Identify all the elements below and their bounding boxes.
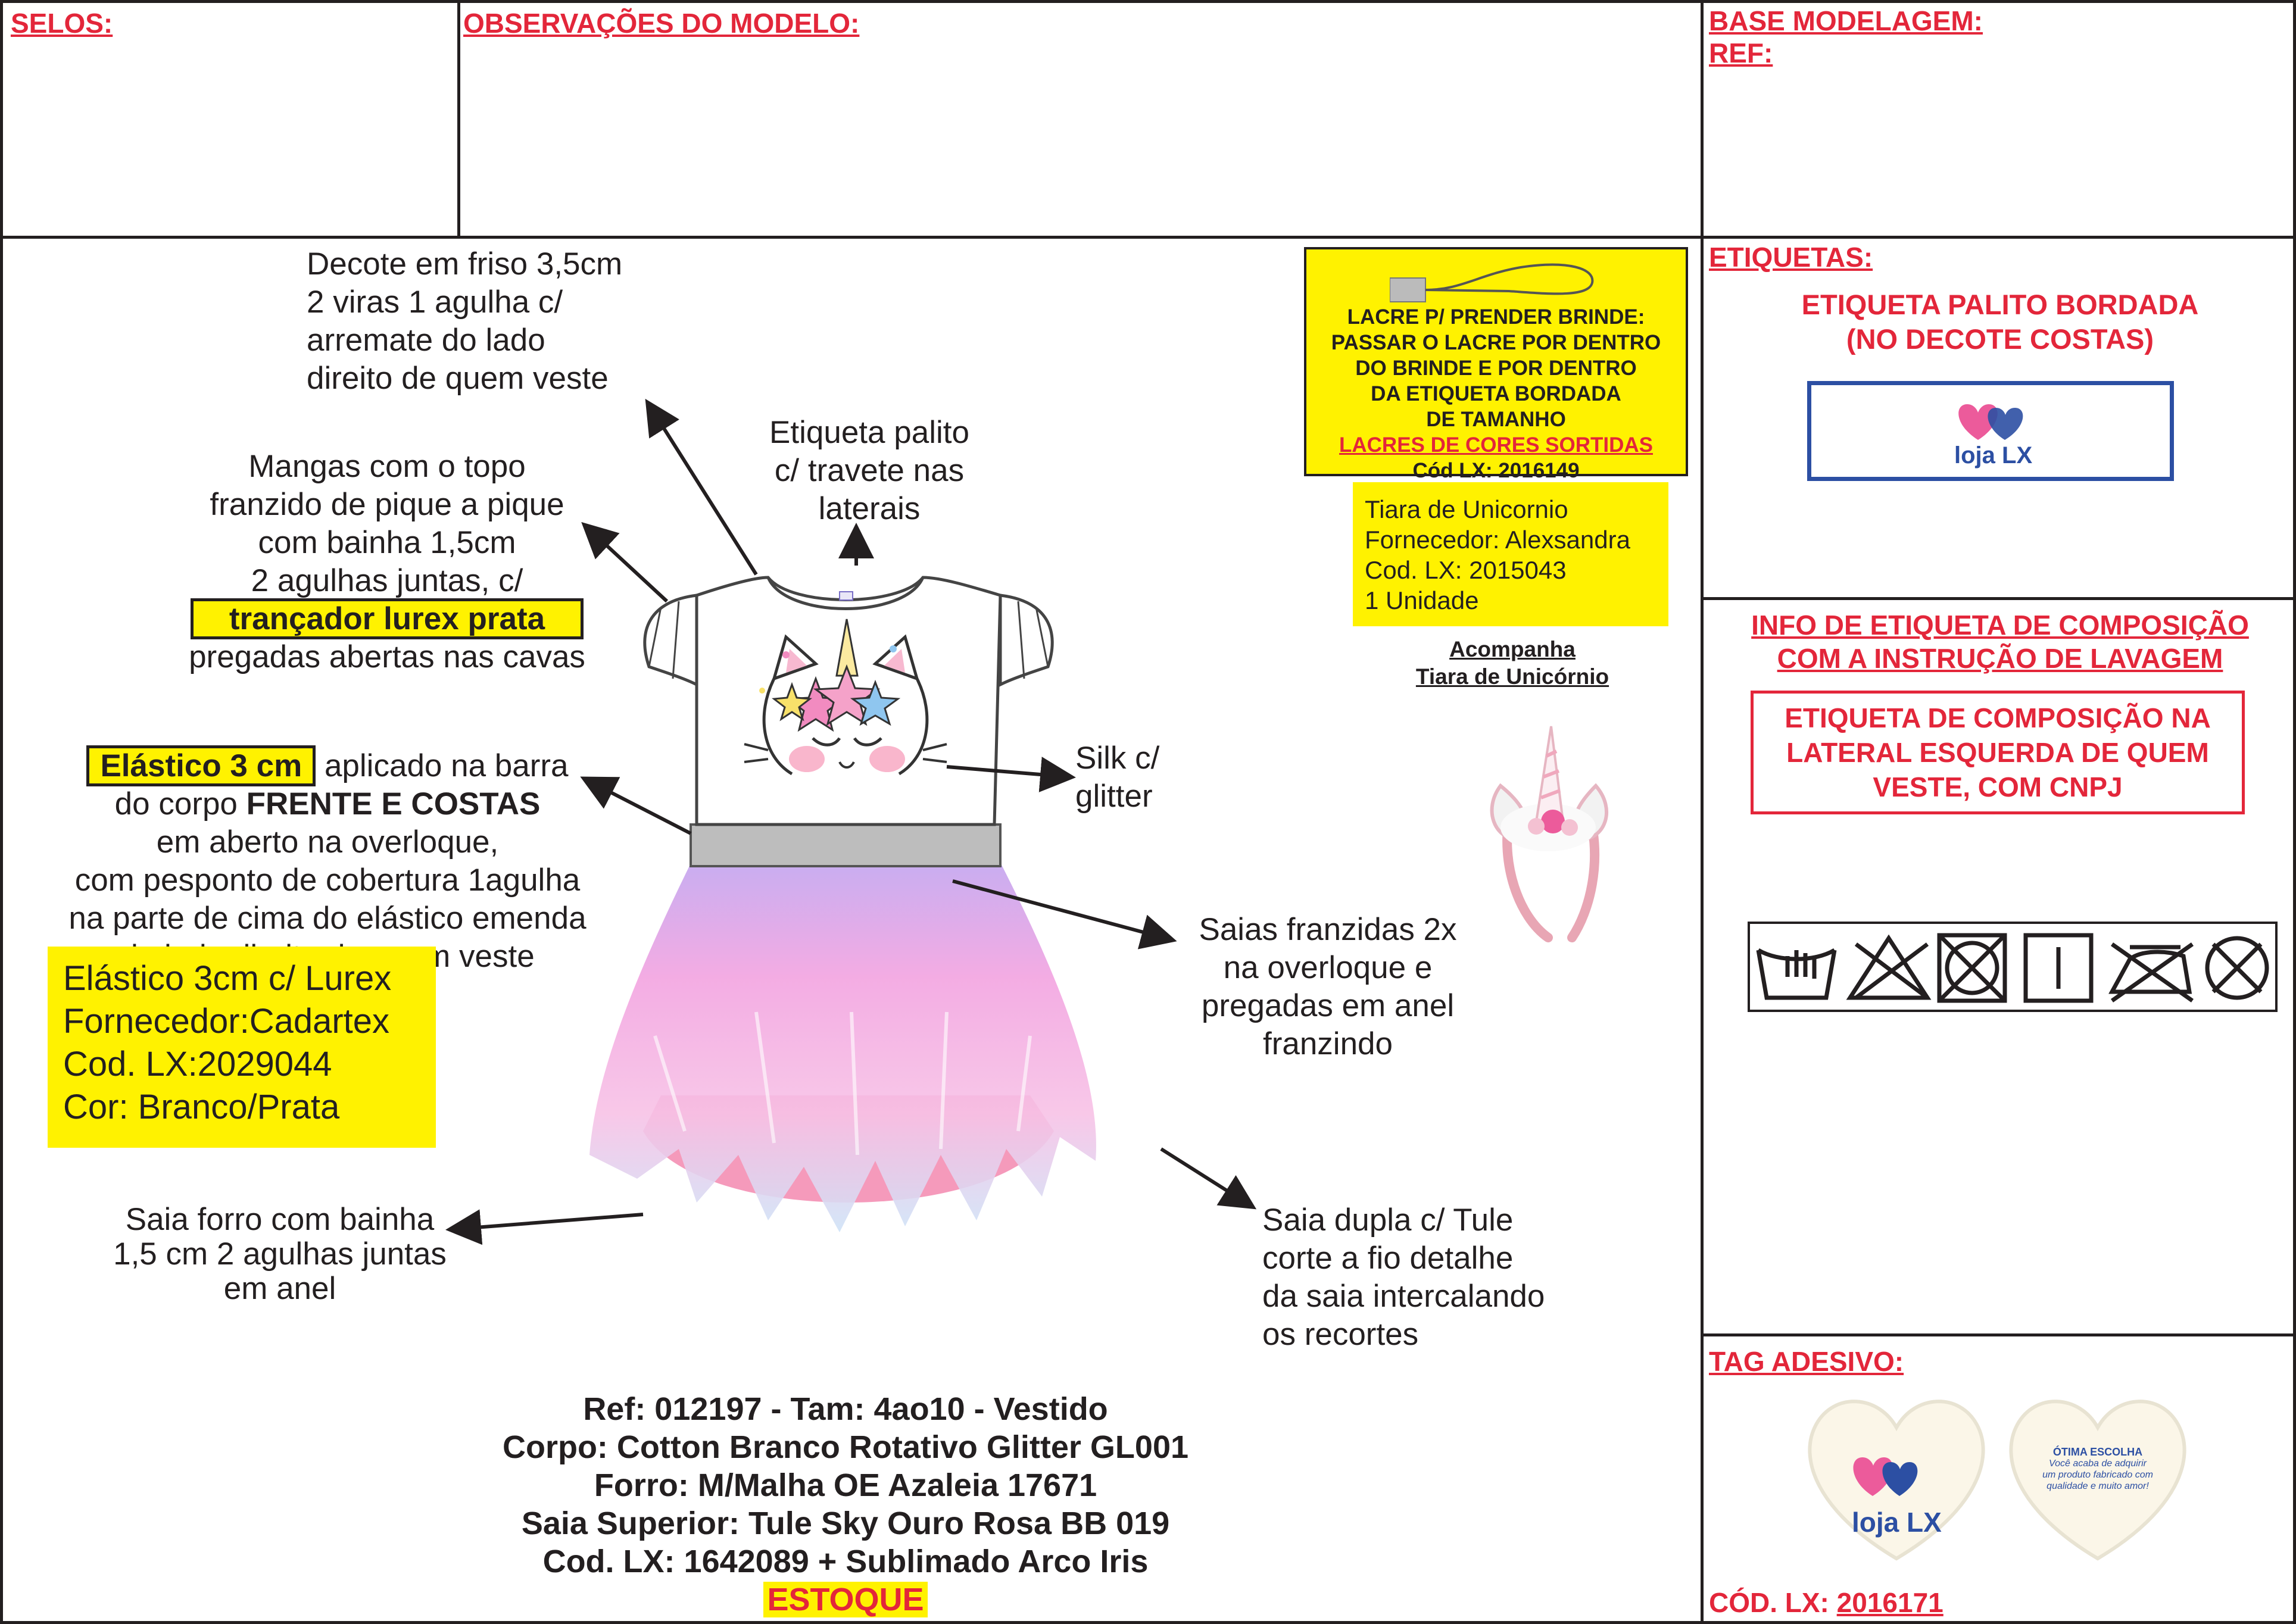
composicao-title: INFO DE ETIQUETA DE COMPOSIÇÃO COM A INS…: [1751, 610, 2249, 674]
tag-front-brand: loja LX: [1852, 1507, 1942, 1538]
hand-wash-icon: [1756, 948, 1837, 1000]
tag-back-text: ÓTIMA ESCOLHA Você acaba de adquirir um …: [2042, 1446, 2153, 1492]
no-bleach-icon: [1846, 934, 1932, 1000]
acompanha-tiara-label: Acompanha Tiara de Unicórnio: [1415, 637, 1609, 689]
no-tumble-dry-icon: [1937, 933, 2007, 1003]
etiqueta-palito-label: loja LX: [1807, 381, 2174, 481]
unicorn-headband-illustration: [1490, 726, 1608, 942]
etiquetas-label: ETIQUETAS:: [1709, 242, 1873, 273]
care-instructions-strip: [1748, 922, 2278, 1012]
tag-code: CÓD. LX: 2016171: [1709, 1587, 1944, 1618]
reference-block: Ref: 012197 - Tam: 4ao10 - Vestido Corpo…: [502, 1391, 1189, 1617]
selos-label: SELOS:: [11, 8, 113, 39]
heart-logo-icon: [1958, 404, 2023, 440]
loja-lx-brand: loja LX: [1954, 442, 2033, 469]
mangas-highlight: trançador lurex prata: [190, 598, 584, 639]
no-dry-clean-icon: [2205, 936, 2269, 1000]
etiqueta-palito-bordada-text: ETIQUETA PALITO BORDADA(NO DECOTE COSTAS…: [1801, 289, 2199, 355]
lacre-tag-icon: [1390, 263, 1594, 302]
dress-illustration: [589, 576, 1096, 1232]
tag-back-heart: [2009, 1400, 2186, 1561]
tag-front-heart: [1808, 1400, 1985, 1561]
note-silk: Silk c/glitter: [1075, 741, 1160, 814]
estoque-badge: ESTOQUE: [763, 1582, 928, 1617]
line-dry-icon: [2023, 933, 2094, 1003]
elastico-highlight: Elástico 3 cm: [86, 745, 316, 786]
tag-adesivo-label: TAG ADESIVO:: [1709, 1346, 1904, 1377]
observacoes-label: OBSERVAÇÕES DO MODELO:: [463, 8, 860, 39]
no-iron-icon: [2108, 942, 2194, 1002]
annotation-arrows: [445, 398, 1257, 1245]
base-modelagem-label: BASE MODELAGEM: REF:: [1709, 5, 1983, 68]
lacre-box: LACRE P/ PRENDER BRINDE:PASSAR O LACRE P…: [1304, 247, 1688, 482]
